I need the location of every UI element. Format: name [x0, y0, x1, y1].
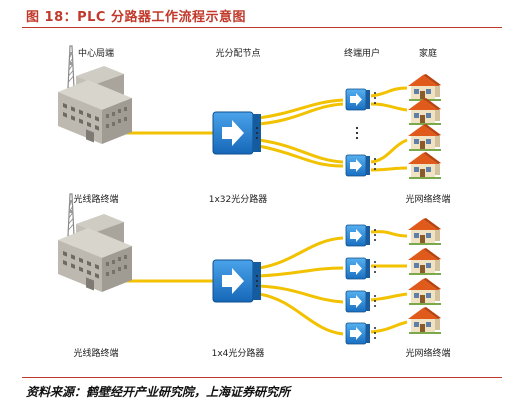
onu-label-top: 光网络终端: [405, 195, 451, 205]
home-label: 家庭: [418, 49, 438, 59]
house-icon: [408, 152, 441, 179]
home-fibers: [370, 230, 408, 334]
splitter-node-label: 光分配节点: [215, 49, 261, 59]
olt-label-bottom: 光线路终端: [73, 349, 119, 359]
ont-box-icon: [345, 257, 371, 280]
central-office-label: 中心局端: [77, 49, 115, 59]
onu-label-bottom: 光网络终端: [405, 349, 451, 359]
fiber-bundle: [258, 98, 344, 168]
splitter-1x4-label: 1x4光分路器: [211, 349, 265, 359]
splitter-1x32-label: 1x32光分路器: [208, 195, 268, 205]
ont-box-icon: [345, 322, 371, 345]
olt-label-top: 光线路终端: [73, 195, 119, 205]
splitter-1x4-icon: [212, 259, 261, 303]
fiber-bundle: [258, 236, 344, 336]
source-note: 资料来源：鹤壁经开产业研究院，上海证券研究所: [26, 385, 291, 399]
house-icon: [408, 218, 441, 245]
ont-box-icon: [345, 154, 371, 177]
ont-box-icon: [345, 290, 371, 313]
house-icon: [408, 98, 441, 125]
house-icon: [408, 278, 441, 305]
house-icon: [408, 74, 441, 101]
top-network: [57, 45, 441, 179]
user-terminal-label: 终端用户: [343, 49, 381, 59]
house-icon: [408, 248, 441, 275]
ont-box-icon: [345, 88, 371, 111]
title-underline: [22, 27, 502, 28]
figure-title: 图 18：PLC 分路器工作流程示意图: [26, 10, 246, 25]
ont-box-icon: [345, 224, 371, 247]
ellipsis-dots: [355, 92, 376, 170]
home-fibers: [370, 86, 408, 172]
central-office-building-icon: [57, 45, 133, 145]
ellipsis-dots: [374, 229, 376, 339]
splitter-1x32-icon: [212, 111, 261, 155]
source-rule: [22, 377, 502, 378]
bottom-network: [57, 193, 441, 345]
central-office-building-icon: [57, 193, 133, 293]
house-icon: [408, 307, 441, 334]
house-icon: [408, 124, 441, 151]
